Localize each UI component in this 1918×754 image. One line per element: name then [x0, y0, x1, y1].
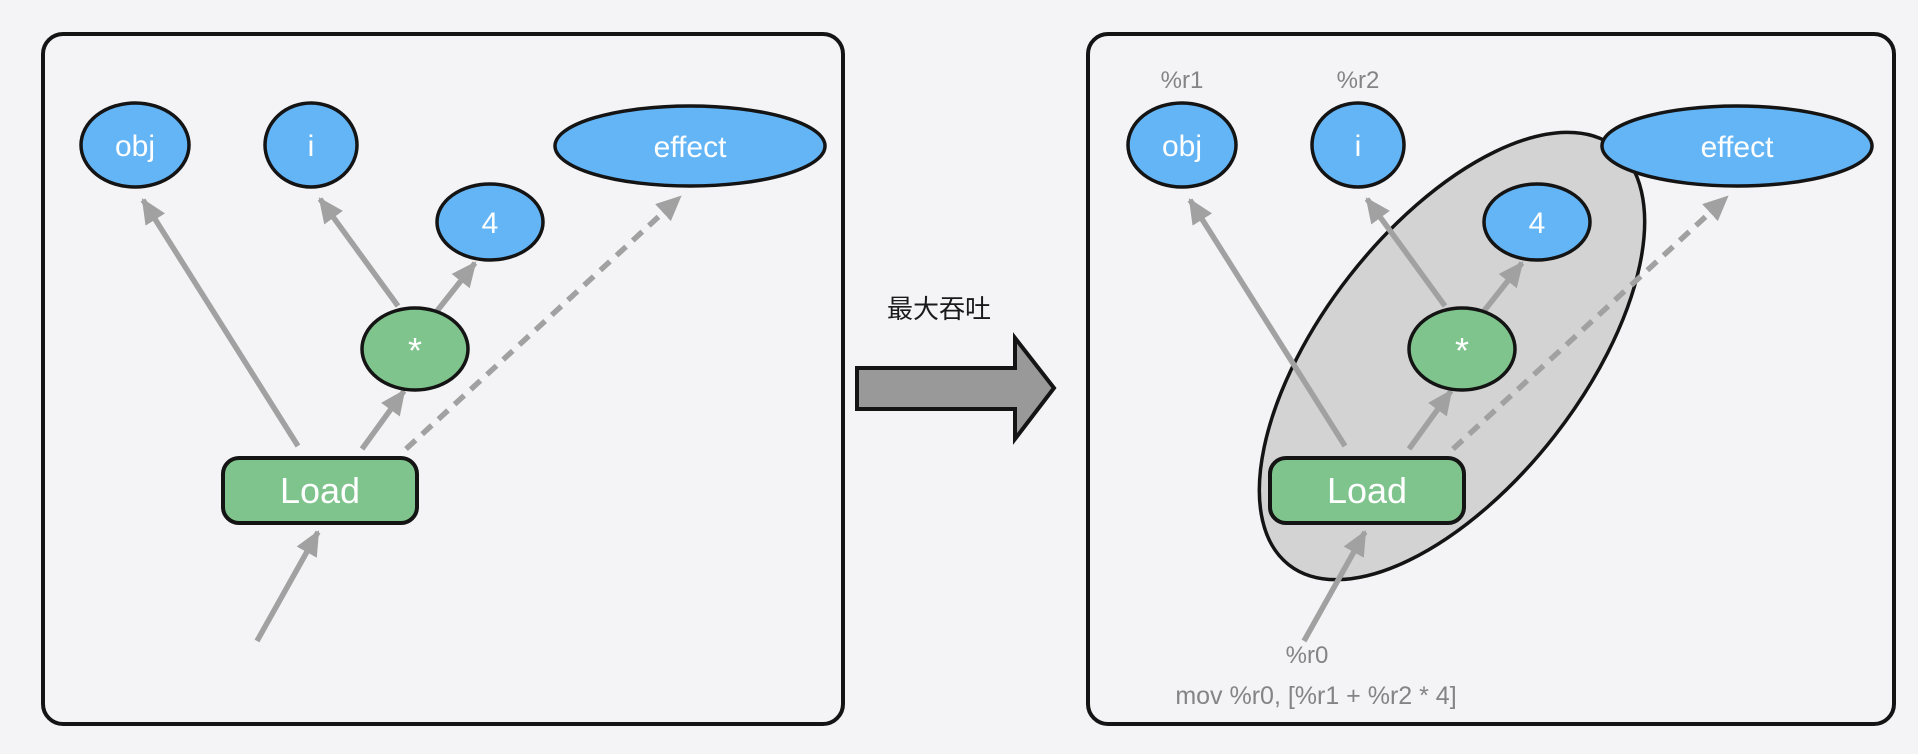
- node-4: [435, 182, 545, 262]
- node-load-r-label: Load: [1327, 470, 1407, 511]
- edge-load-to-obj-r: [1187, 198, 1348, 448]
- edge-load-to-effect-dashed: [404, 194, 682, 452]
- node-load-r: [1268, 456, 1466, 525]
- node-effect-r-label: effect: [1701, 131, 1774, 164]
- node-4-r-label: 4: [1529, 207, 1546, 240]
- node-obj-label: obj: [115, 130, 155, 163]
- edge-load-to-mul: [359, 389, 407, 451]
- node-obj-r: [1126, 101, 1238, 189]
- edge-input-to-load: [254, 530, 321, 643]
- edge-mul-to-i-r: [1364, 197, 1448, 308]
- register-label-r1: %r1: [1161, 67, 1204, 94]
- edge-load-to-obj: [140, 198, 301, 448]
- node-4-label: 4: [482, 207, 499, 240]
- transition-label: 最大吞吐: [887, 294, 991, 324]
- node-obj-r-label: obj: [1162, 130, 1202, 163]
- edge-input-to-load-r: [1301, 530, 1368, 643]
- right-edges: [1187, 194, 1729, 643]
- edge-mul-to-4: [434, 261, 478, 313]
- node-effect-label: effect: [654, 131, 727, 164]
- node-load-label: Load: [280, 470, 360, 511]
- node-i-r-label: i: [1355, 130, 1362, 163]
- node-mul-r: [1407, 306, 1517, 392]
- node-mul-r-label: *: [1455, 330, 1469, 371]
- edge-mul-to-i: [317, 197, 401, 308]
- edge-load-to-mul-r: [1406, 389, 1454, 451]
- block-arrow: [855, 332, 1057, 445]
- node-i: [263, 101, 359, 189]
- node-i-label: i: [308, 130, 315, 163]
- edge-mul-to-4-r: [1481, 261, 1525, 313]
- node-effect-r: [1600, 104, 1874, 188]
- node-load: [221, 456, 419, 525]
- node-4-r: [1482, 182, 1592, 262]
- node-effect: [553, 104, 827, 188]
- edge-load-to-effect-dashed-r: [1451, 194, 1729, 452]
- node-mul-label: *: [408, 330, 422, 371]
- node-mul: [360, 306, 470, 392]
- register-label-r0: %r0: [1286, 642, 1329, 669]
- node-i-r: [1310, 101, 1406, 189]
- left-edges: [140, 194, 682, 643]
- node-obj: [79, 101, 191, 189]
- instruction-text: mov %r0, [%r1 + %r2 * 4]: [1175, 682, 1456, 710]
- register-label-r2: %r2: [1337, 67, 1380, 94]
